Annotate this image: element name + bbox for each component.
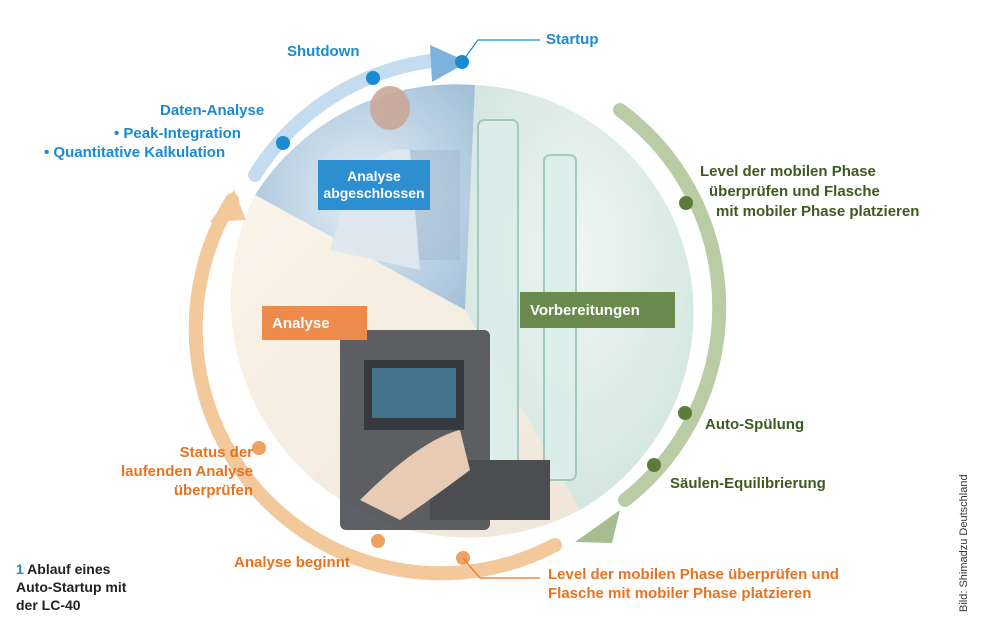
- orange-arc: [188, 193, 562, 581]
- dot-daten: [276, 136, 290, 150]
- figure-caption: 1 Ablauf eines Auto-Startup mit der LC-4…: [16, 560, 126, 614]
- label-quantitative-kalkulation: • Quantitative Kalkulation: [44, 144, 226, 161]
- label-level-bottom-line2: Flasche mit mobiler Phase platzieren: [548, 585, 812, 602]
- label-level-bottom: Level der mobilen Phase überprüfen und F…: [548, 565, 839, 603]
- label-peak-integration: • Peak-Integration: [114, 125, 241, 142]
- label-level-top-line1: Level der mobilen Phase: [700, 163, 876, 180]
- phase-analyse-abgeschlossen-line1: Analyse: [347, 168, 401, 184]
- blue-arrowhead: [430, 45, 468, 82]
- caption-line1: Ablauf eines: [27, 561, 111, 577]
- startup-leader: [461, 39, 540, 63]
- caption-line2: Auto-Startup mit: [16, 579, 127, 595]
- label-status-line1: Status der: [179, 444, 253, 461]
- dot-level-top: [679, 196, 693, 210]
- label-auto-spuelung: Auto-Spülung: [705, 416, 805, 433]
- label-level-top-line2: überprüfen und Flasche: [709, 183, 880, 200]
- caption-number: 1: [16, 561, 24, 577]
- phase-analyse-label: Analyse: [272, 314, 330, 332]
- green-arrowhead: [575, 510, 620, 543]
- phase-vorbereitungen-label: Vorbereitungen: [530, 301, 640, 319]
- caption-line3: der LC-40: [16, 597, 81, 613]
- label-status: Status der laufenden Analyse überprüfen: [95, 443, 253, 500]
- dot-analyse-beginnt: [371, 534, 385, 548]
- label-saeulen-equilibrierung: Säulen-Equilibrierung: [670, 475, 826, 492]
- phase-analyse-abgeschlossen: Analyse abgeschlossen: [318, 160, 430, 210]
- dot-spuelung: [678, 406, 692, 420]
- green-arc: [613, 103, 727, 507]
- level-bottom-leader: [462, 557, 540, 579]
- label-level-top: Level der mobilen Phase überprüfen und F…: [690, 162, 930, 222]
- label-status-line3: überprüfen: [173, 482, 253, 499]
- blue-arc: [248, 53, 447, 182]
- label-startup: Startup: [546, 31, 599, 48]
- phase-vorbereitungen: Vorbereitungen: [520, 292, 675, 328]
- label-shutdown: Shutdown: [287, 43, 360, 60]
- dot-shutdown: [366, 71, 380, 85]
- label-level-bottom-line1: Level der mobilen Phase überprüfen und: [548, 566, 839, 583]
- label-analyse-beginnt: Analyse beginnt: [234, 554, 350, 571]
- orange-arrowhead: [210, 190, 246, 222]
- phase-analyse: Analyse: [262, 306, 367, 340]
- dot-status: [252, 441, 266, 455]
- label-daten-analyse: Daten-Analyse: [160, 102, 265, 119]
- label-level-top-line3: mit mobiler Phase platzieren: [716, 203, 920, 220]
- dot-saeulen: [647, 458, 661, 472]
- label-status-line2: laufenden Analyse: [121, 463, 253, 480]
- phase-analyse-abgeschlossen-line2: abgeschlossen: [323, 185, 425, 201]
- image-credit: Bild: Shimadzu Deutschland: [958, 474, 970, 612]
